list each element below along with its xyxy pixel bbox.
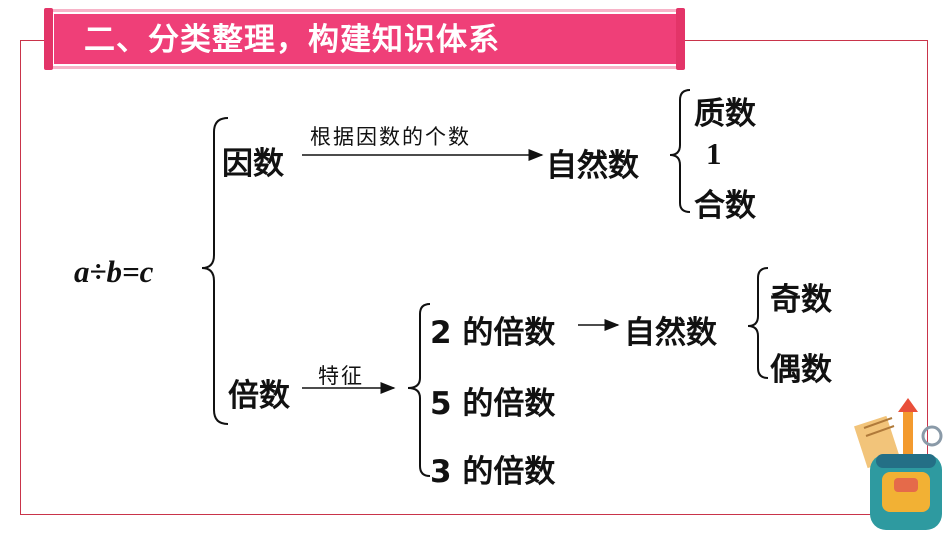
school-bag-icon bbox=[854, 398, 943, 530]
factor-arrow-label: 根据因数的个数 bbox=[310, 125, 471, 149]
multiples-brace bbox=[407, 303, 431, 477]
factor-item-composite: 合数 bbox=[694, 188, 756, 224]
factor-label: 因数 bbox=[222, 146, 284, 182]
root-expression: a÷b=c bbox=[74, 254, 154, 289]
parity-brace bbox=[747, 267, 769, 379]
multiple-item-2: 2 的倍数 bbox=[430, 315, 556, 351]
factor-item-prime: 质数 bbox=[694, 96, 756, 132]
prime-brace bbox=[669, 89, 691, 213]
multiple-item-3: 3 的倍数 bbox=[430, 454, 556, 490]
banner-right-cap bbox=[676, 8, 685, 70]
parity-target: 自然数 bbox=[624, 315, 717, 351]
banner-left-cap bbox=[44, 8, 53, 70]
multiple-arrow-label: 特征 bbox=[318, 364, 364, 388]
parity-item-odd: 奇数 bbox=[770, 282, 832, 318]
multiple-item-5: 5 的倍数 bbox=[430, 386, 556, 422]
title-banner bbox=[52, 12, 682, 66]
factor-target: 自然数 bbox=[546, 148, 639, 184]
multiple-label: 倍数 bbox=[228, 378, 290, 414]
factor-item-one: 1 bbox=[706, 136, 722, 171]
page-title: 二、分类整理，构建知识体系 bbox=[84, 22, 500, 58]
main-brace bbox=[201, 117, 229, 425]
parity-item-even: 偶数 bbox=[770, 352, 832, 388]
